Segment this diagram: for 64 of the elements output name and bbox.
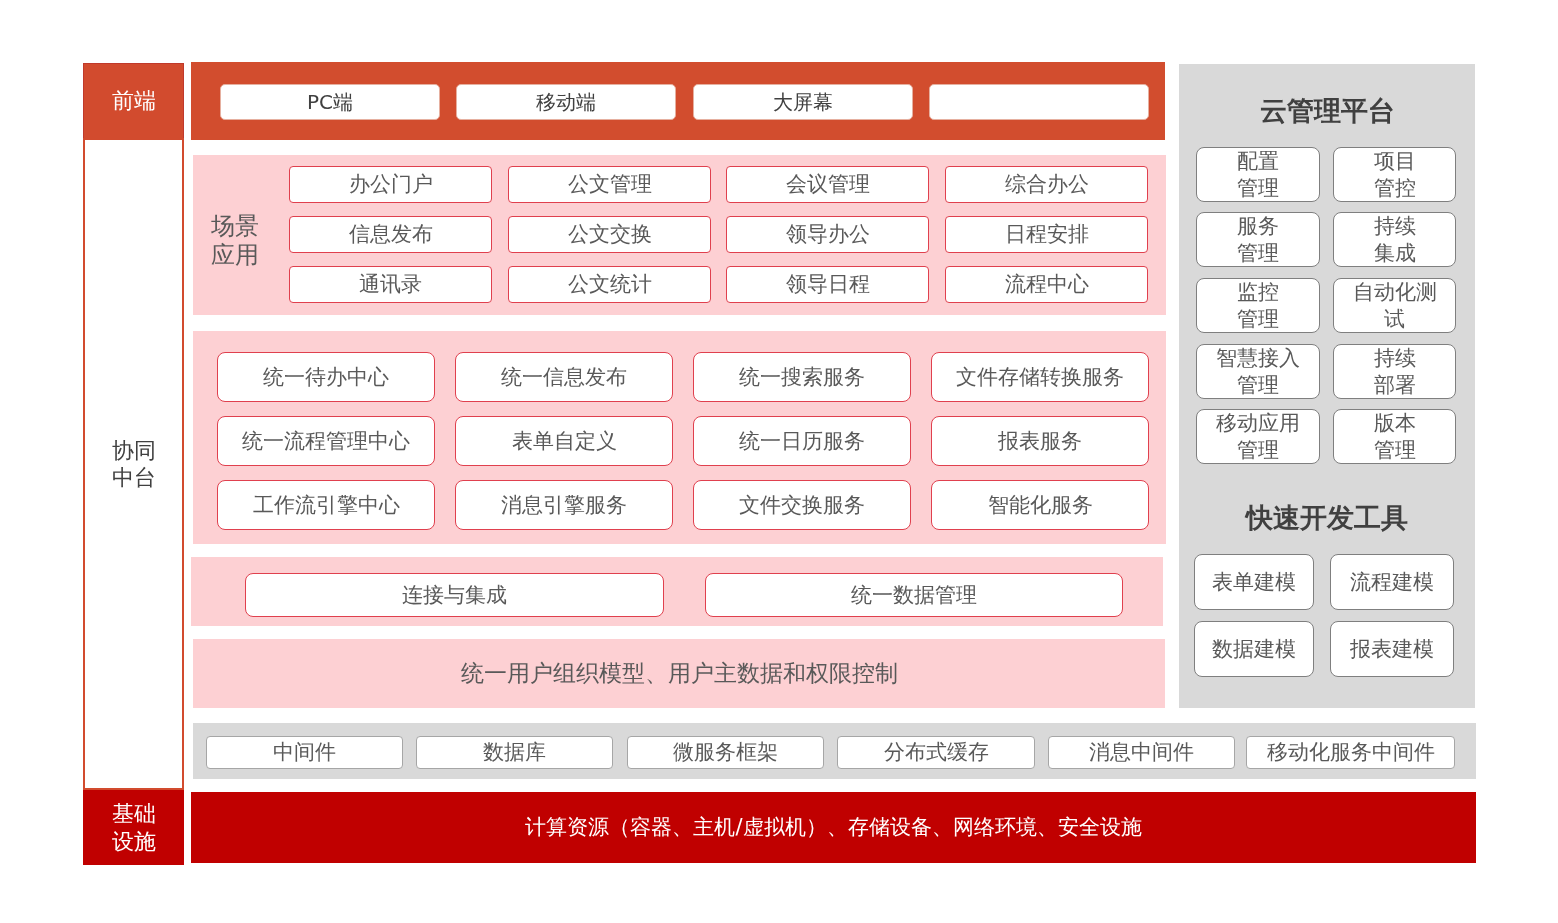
module-box: 领导办公 [726,216,929,253]
module-box: 统一待办中心 [217,352,435,402]
section-heading: 快速开发工具 [1244,502,1409,535]
module-box: 统一数据管理 [705,573,1123,617]
module-box: PC端 [220,84,440,120]
tier-label: 基础设施 [83,790,184,865]
module-box: 统一信息发布 [455,352,673,402]
module-box: 消息中间件 [1048,736,1235,769]
module-box: 大屏幕 [693,84,913,120]
module-box: 消息引擎服务 [455,480,673,530]
layer-band: 统一用户组织模型、用户主数据和权限控制 [193,639,1165,708]
layer-band [193,331,1166,544]
module-box: 流程中心 [945,266,1148,303]
module-box: 综合办公 [945,166,1148,203]
module-box: 数据建模 [1194,621,1314,677]
module-box: 文件存储转换服务 [931,352,1149,402]
module-box: 移动应用管理 [1196,409,1320,464]
module-box: 自动化测试 [1333,278,1456,333]
module-box: 公文统计 [508,266,711,303]
module-box: 流程建模 [1330,554,1454,610]
module-box: 日程安排 [945,216,1148,253]
module-box: 通讯录 [289,266,492,303]
module-box: 连接与集成 [245,573,664,617]
module-box: 信息发布 [289,216,492,253]
module-box: 表单建模 [1194,554,1314,610]
module-box: 持续集成 [1333,212,1456,267]
module-box: 移动化服务中间件 [1246,736,1455,769]
layer-band [1179,64,1475,708]
tier-label: 前端 [83,63,184,139]
module-box: 中间件 [206,736,403,769]
module-box: 版本管理 [1333,409,1456,464]
layer-band [191,62,1165,140]
module-box: 工作流引擎中心 [217,480,435,530]
module-box: 统一日历服务 [693,416,911,466]
module-box: 数据库 [416,736,613,769]
module-box: 公文交换 [508,216,711,253]
module-box: 移动端 [456,84,676,120]
module-box: 智慧接入管理 [1196,344,1320,399]
section-heading: 云管理平台 [1258,95,1396,128]
module-box: 项目管控 [1333,147,1456,202]
module-box: 持续部署 [1333,344,1456,399]
module-box: 配置管理 [1196,147,1320,202]
layer-band [193,723,1476,779]
module-box: 微服务框架 [627,736,824,769]
module-box: 统一搜索服务 [693,352,911,402]
section-heading: 场景应用 [210,212,260,270]
tier-label: 协同中台 [83,138,184,790]
module-box: 报表服务 [931,416,1149,466]
layer-band [193,155,1166,315]
module-box: 分布式缓存 [837,736,1035,769]
module-box: 统一流程管理中心 [217,416,435,466]
module-box: 领导日程 [726,266,929,303]
module-box: 监控管理 [1196,278,1320,333]
module-box: 表单自定义 [455,416,673,466]
module-box: 会议管理 [726,166,929,203]
module-box: 报表建模 [1330,621,1454,677]
module-box [929,84,1149,120]
module-box: 文件交换服务 [693,480,911,530]
module-box: 办公门户 [289,166,492,203]
layer-band [191,557,1163,626]
layer-band: 计算资源（容器、主机/虚拟机）、存储设备、网络环境、安全设施 [191,792,1476,863]
module-box: 公文管理 [508,166,711,203]
module-box: 服务管理 [1196,212,1320,267]
module-box: 智能化服务 [931,480,1149,530]
